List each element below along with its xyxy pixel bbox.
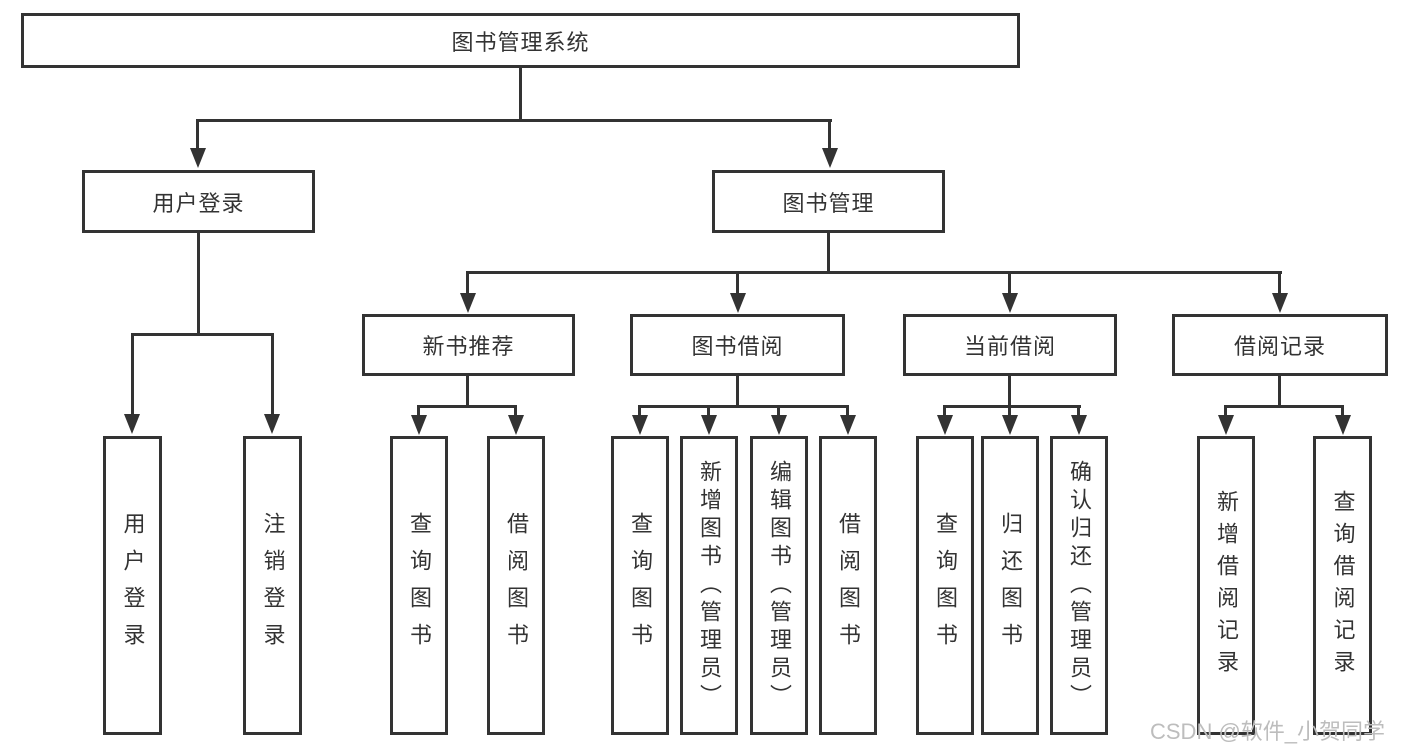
- leaf-label: 借阅图书: [504, 511, 529, 660]
- arrow-head-icon: [508, 415, 524, 435]
- connector-nbr-bar: [417, 405, 517, 408]
- connector-br-bar: [1224, 405, 1344, 408]
- leaf-query-books-borrowing: 查询图书: [611, 436, 669, 735]
- leaf-label: 查询借阅记录: [1330, 489, 1356, 682]
- arrow-head-icon: [1071, 415, 1087, 435]
- node-label: 用户登录: [152, 190, 245, 216]
- connector-user-login-stem: [197, 233, 200, 335]
- connector-user-login-bar: [131, 333, 274, 336]
- leaf-confirm-return-admin: 确认归还（管理员）: [1050, 436, 1108, 735]
- connector-l3-drop: [466, 271, 469, 295]
- leaf-label: 查询图书: [933, 511, 958, 660]
- connector-book-mgmt-stem: [827, 233, 830, 273]
- csdn-watermark: CSDN @软件_小贺同学: [1150, 719, 1386, 744]
- leaf-user-login: 用户登录: [103, 436, 162, 735]
- leaf-query-books-recommend: 查询图书: [390, 436, 448, 735]
- arrow-head-icon: [1002, 415, 1018, 435]
- connector-l3-drop: [736, 271, 739, 295]
- connector-book-mgmt-drop: [828, 119, 831, 150]
- leaf-label: 查询图书: [407, 511, 432, 660]
- leaf-label: 新增图书（管理员）: [697, 459, 722, 712]
- leaf-borrow-books-recommend: 借阅图书: [487, 436, 545, 735]
- node-label: 当前借阅: [963, 334, 1056, 359]
- arrow-head-icon: [730, 293, 746, 313]
- node-new-book-recommend: 新书推荐: [362, 314, 575, 376]
- node-book-borrowing: 图书借阅: [630, 314, 845, 376]
- node-label: 新书推荐: [422, 334, 515, 359]
- leaf-label: 新增借阅记录: [1214, 489, 1239, 682]
- connector-nbr-stem: [466, 376, 469, 408]
- connector-leaf-drop: [1008, 405, 1011, 417]
- connector-leaf-drop: [707, 405, 710, 417]
- connector-br-stem: [1278, 376, 1281, 408]
- leaf-label: 编辑图书（管理员）: [767, 459, 792, 712]
- connector-leaf-drop: [638, 405, 641, 417]
- node-borrowing-records: 借阅记录: [1172, 314, 1388, 376]
- leaf-add-books-admin: 新增图书（管理员）: [680, 436, 738, 735]
- node-label: 图书管理系统: [451, 29, 590, 55]
- arrow-head-icon: [840, 415, 856, 435]
- node-label: 图书管理: [782, 190, 875, 216]
- arrow-head-icon: [460, 293, 476, 313]
- node-library-management-system: 图书管理系统: [21, 13, 1020, 68]
- leaf-edit-books-admin: 编辑图书（管理员）: [750, 436, 808, 735]
- connector-leaf-drop: [943, 405, 946, 417]
- connector-leaf-drop: [271, 333, 274, 416]
- node-user-login: 用户登录: [82, 170, 315, 233]
- connector-leaf-drop: [1224, 405, 1227, 417]
- node-label: 借阅记录: [1233, 334, 1326, 359]
- connector-leaf-drop: [1077, 405, 1080, 417]
- leaf-label: 注销登录: [260, 511, 286, 660]
- leaf-label: 查询图书: [628, 511, 653, 660]
- connector-root-stem: [519, 68, 522, 121]
- node-current-borrowing: 当前借阅: [903, 314, 1117, 376]
- connector-l3-drop: [1008, 271, 1011, 295]
- arrow-head-icon: [701, 415, 717, 435]
- leaf-query-borrow-record: 查询借阅记录: [1313, 436, 1372, 735]
- arrow-head-icon: [1335, 415, 1351, 435]
- connector-root-bar: [196, 119, 832, 122]
- arrow-head-icon: [190, 148, 206, 168]
- arrow-head-icon: [1272, 293, 1288, 313]
- node-label: 图书借阅: [691, 334, 784, 359]
- arrow-head-icon: [264, 414, 280, 434]
- connector-cb-stem: [1008, 376, 1011, 408]
- connector-bb-bar: [638, 405, 849, 408]
- leaf-label: 确认归还（管理员）: [1067, 459, 1092, 712]
- leaf-label: 借阅图书: [836, 511, 861, 660]
- node-book-management: 图书管理: [712, 170, 945, 233]
- leaf-label: 归还图书: [998, 511, 1023, 660]
- leaf-add-borrow-record: 新增借阅记录: [1197, 436, 1255, 735]
- leaf-borrow-books: 借阅图书: [819, 436, 877, 735]
- connector-leaf-drop: [514, 405, 517, 417]
- connector-leaf-drop: [846, 405, 849, 417]
- arrow-head-icon: [822, 148, 838, 168]
- connector-leaf-drop: [131, 333, 134, 416]
- connector-leaf-drop: [417, 405, 420, 417]
- connector-l3-drop: [1278, 271, 1281, 295]
- connector-leaf-drop: [777, 405, 780, 417]
- arrow-head-icon: [1002, 293, 1018, 313]
- arrow-head-icon: [1218, 415, 1234, 435]
- arrow-head-icon: [411, 415, 427, 435]
- leaf-return-books: 归还图书: [981, 436, 1039, 735]
- connector-user-login-drop: [196, 119, 199, 150]
- connector-leaf-drop: [1341, 405, 1344, 417]
- leaf-query-books-current: 查询图书: [916, 436, 974, 735]
- arrow-head-icon: [632, 415, 648, 435]
- arrow-head-icon: [771, 415, 787, 435]
- connector-cb-bar: [943, 405, 1081, 408]
- leaf-label: 用户登录: [120, 511, 146, 660]
- arrow-head-icon: [124, 414, 140, 434]
- connector-bb-stem: [736, 376, 739, 408]
- connector-book-mgmt-bar: [466, 271, 1282, 274]
- leaf-logout: 注销登录: [243, 436, 302, 735]
- arrow-head-icon: [937, 415, 953, 435]
